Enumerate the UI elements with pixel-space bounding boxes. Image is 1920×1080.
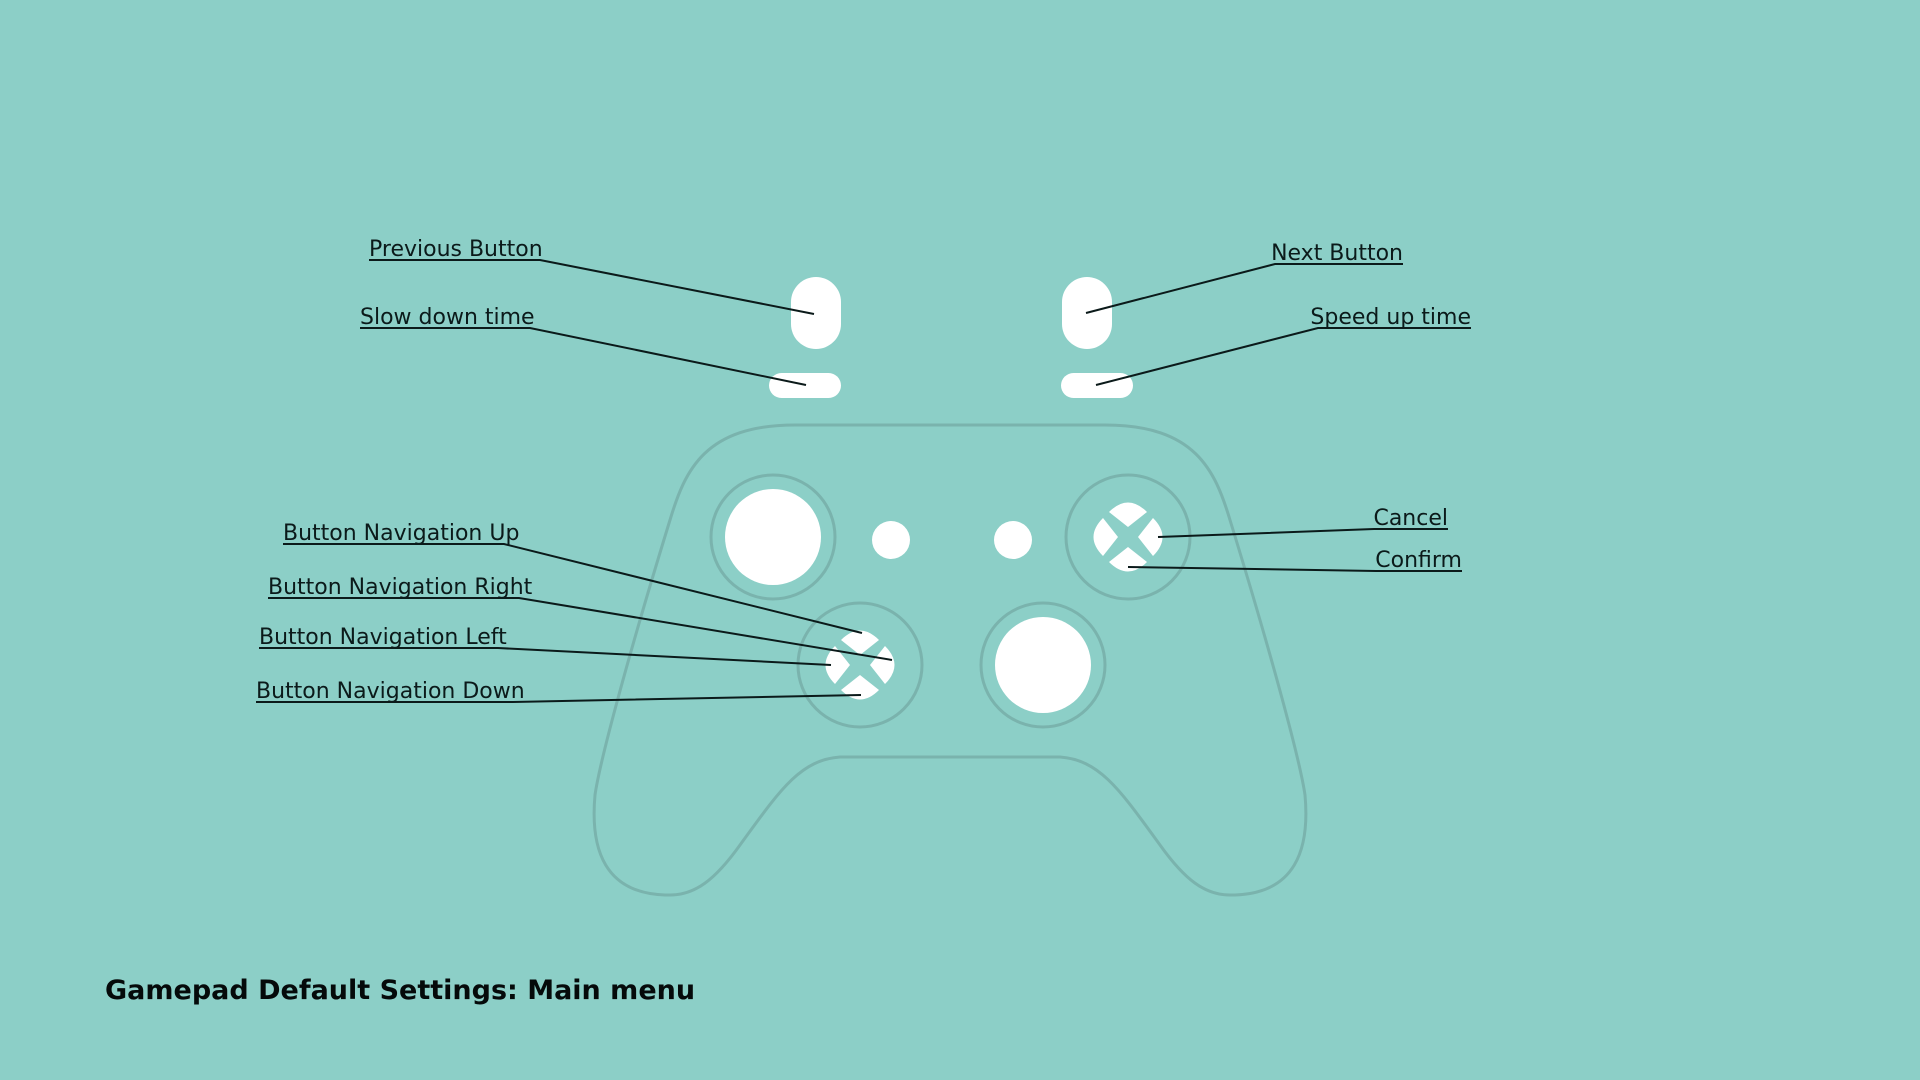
label-cancel: Cancel (1373, 506, 1448, 531)
leader-nav-down (256, 694, 862, 703)
leader-nav-up (283, 543, 863, 634)
dpad-down (841, 675, 879, 700)
leader-next-button (1085, 263, 1403, 314)
view-button (872, 521, 910, 559)
controller-body (592, 423, 1308, 897)
dpad (796, 601, 924, 729)
dpad-up (841, 630, 879, 655)
face-button-right (1138, 518, 1163, 556)
label-next-button: Next Button (1271, 241, 1403, 266)
face-buttons (1064, 473, 1192, 601)
menu-button (994, 521, 1032, 559)
label-nav-left: Button Navigation Left (259, 625, 507, 650)
label-nav-right: Button Navigation Right (268, 575, 533, 600)
left-stick-ring (709, 473, 837, 601)
label-previous-button: Previous Button (369, 237, 543, 262)
page-title: Gamepad Default Settings: Main menu (105, 975, 695, 1006)
dpad-right (870, 646, 895, 684)
dpad-ring (796, 601, 924, 729)
leader-previous-button (369, 259, 815, 315)
label-slow-down-time: Slow down time (360, 305, 535, 330)
face-button-top (1109, 502, 1147, 527)
leader-slow-down-time (360, 327, 807, 386)
label-nav-down: Button Navigation Down (256, 679, 525, 704)
label-nav-up: Button Navigation Up (283, 521, 519, 546)
face-button-bottom (1109, 547, 1147, 572)
right-stick-ring (979, 601, 1107, 729)
label-confirm: Confirm (1375, 548, 1462, 573)
leader-nav-right (268, 597, 893, 661)
left-stick (725, 489, 821, 585)
label-speed-up-time: Speed up time (1310, 305, 1471, 330)
leader-confirm (1127, 566, 1462, 572)
leader-cancel (1157, 528, 1448, 538)
left-bumper (791, 277, 841, 349)
leader-speed-up-time (1095, 327, 1471, 386)
face-buttons-ring (1064, 473, 1192, 601)
dpad-left (825, 646, 850, 684)
right-stick (995, 617, 1091, 713)
face-button-left (1093, 518, 1118, 556)
leader-nav-left (259, 647, 832, 666)
